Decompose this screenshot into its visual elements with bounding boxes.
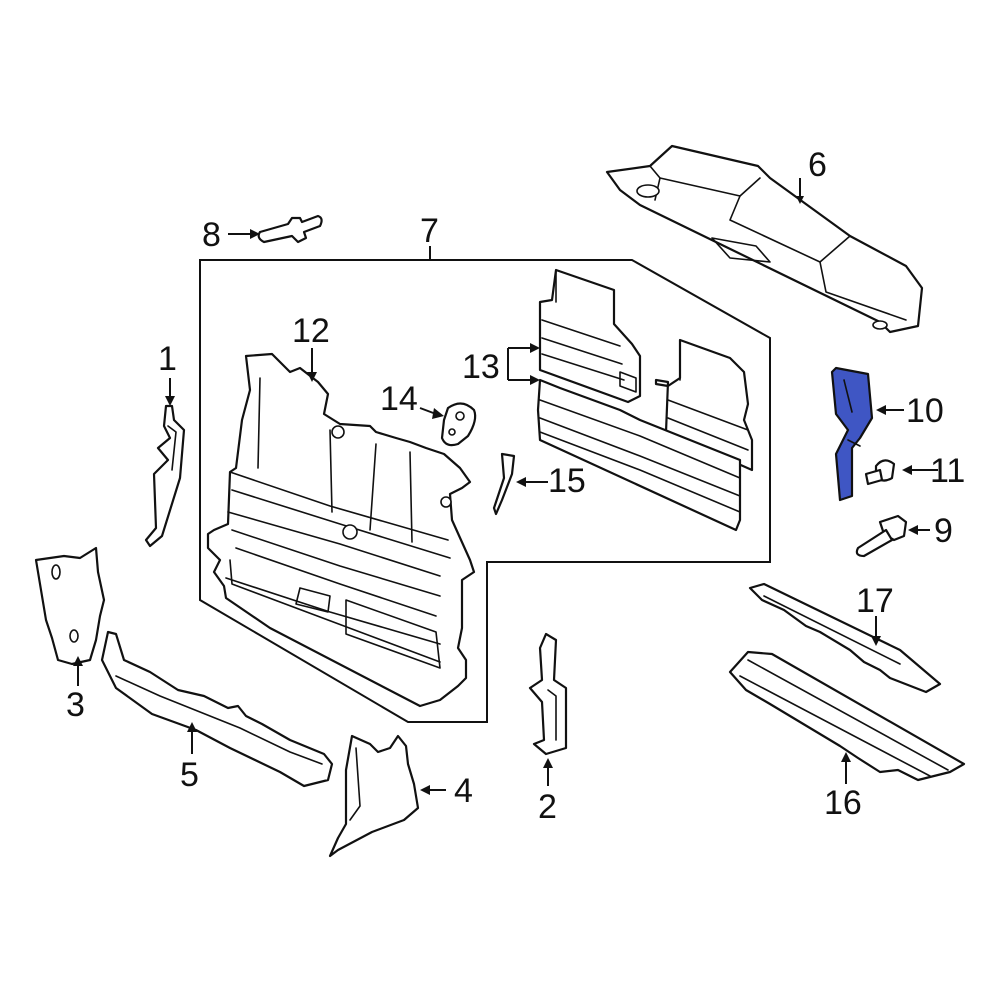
part-12-grille-carrier[interactable] [206, 352, 476, 708]
callout-16: 16 [824, 784, 862, 822]
callout-8: 8 [202, 216, 221, 254]
part-10-highlight [830, 366, 874, 502]
leader-lines [73, 178, 938, 795]
part-9-bolt[interactable] [855, 514, 908, 558]
part-2-right-bracket[interactable] [528, 632, 568, 756]
callout-1: 1 [158, 340, 177, 378]
callout-2: 2 [538, 788, 557, 826]
part-8-push-pin[interactable] [257, 214, 323, 244]
part-16-lower-rail[interactable] [728, 650, 966, 782]
part-17-rail[interactable] [748, 582, 942, 694]
callout-11: 11 [930, 452, 965, 490]
callout-15: 15 [548, 462, 586, 500]
part-11-bolt[interactable] [864, 459, 896, 486]
callout-5: 5 [180, 756, 199, 794]
callout-14: 14 [380, 380, 418, 418]
part-3-left-deflector[interactable] [34, 546, 106, 666]
callout-6: 6 [808, 146, 827, 184]
part-13-upper-shutter[interactable] [538, 268, 642, 404]
callout-3: 3 [66, 686, 85, 724]
part-10-bracket[interactable] [830, 366, 874, 502]
callout-9: 9 [934, 512, 953, 550]
part-1-left-bracket[interactable] [144, 404, 186, 548]
part-4-lower-left-deflector[interactable] [328, 734, 420, 858]
part-5-lower-deflector[interactable] [100, 630, 334, 788]
part-6-upper-shield[interactable] [605, 144, 924, 334]
part-14-clip[interactable] [440, 402, 477, 447]
callout-10[interactable]: 10 [906, 392, 944, 430]
callout-12: 12 [292, 312, 330, 350]
part-13-lower-shutter[interactable] [536, 378, 742, 532]
callout-17: 17 [856, 582, 894, 620]
part-15-seal[interactable] [492, 452, 516, 516]
callout-7: 7 [420, 212, 439, 250]
callout-labels: 1 2 3 4 5 6 7 8 9 10 11 12 13 14 15 16 1… [66, 146, 965, 826]
callout-4: 4 [454, 772, 473, 810]
callout-13: 13 [462, 348, 500, 386]
